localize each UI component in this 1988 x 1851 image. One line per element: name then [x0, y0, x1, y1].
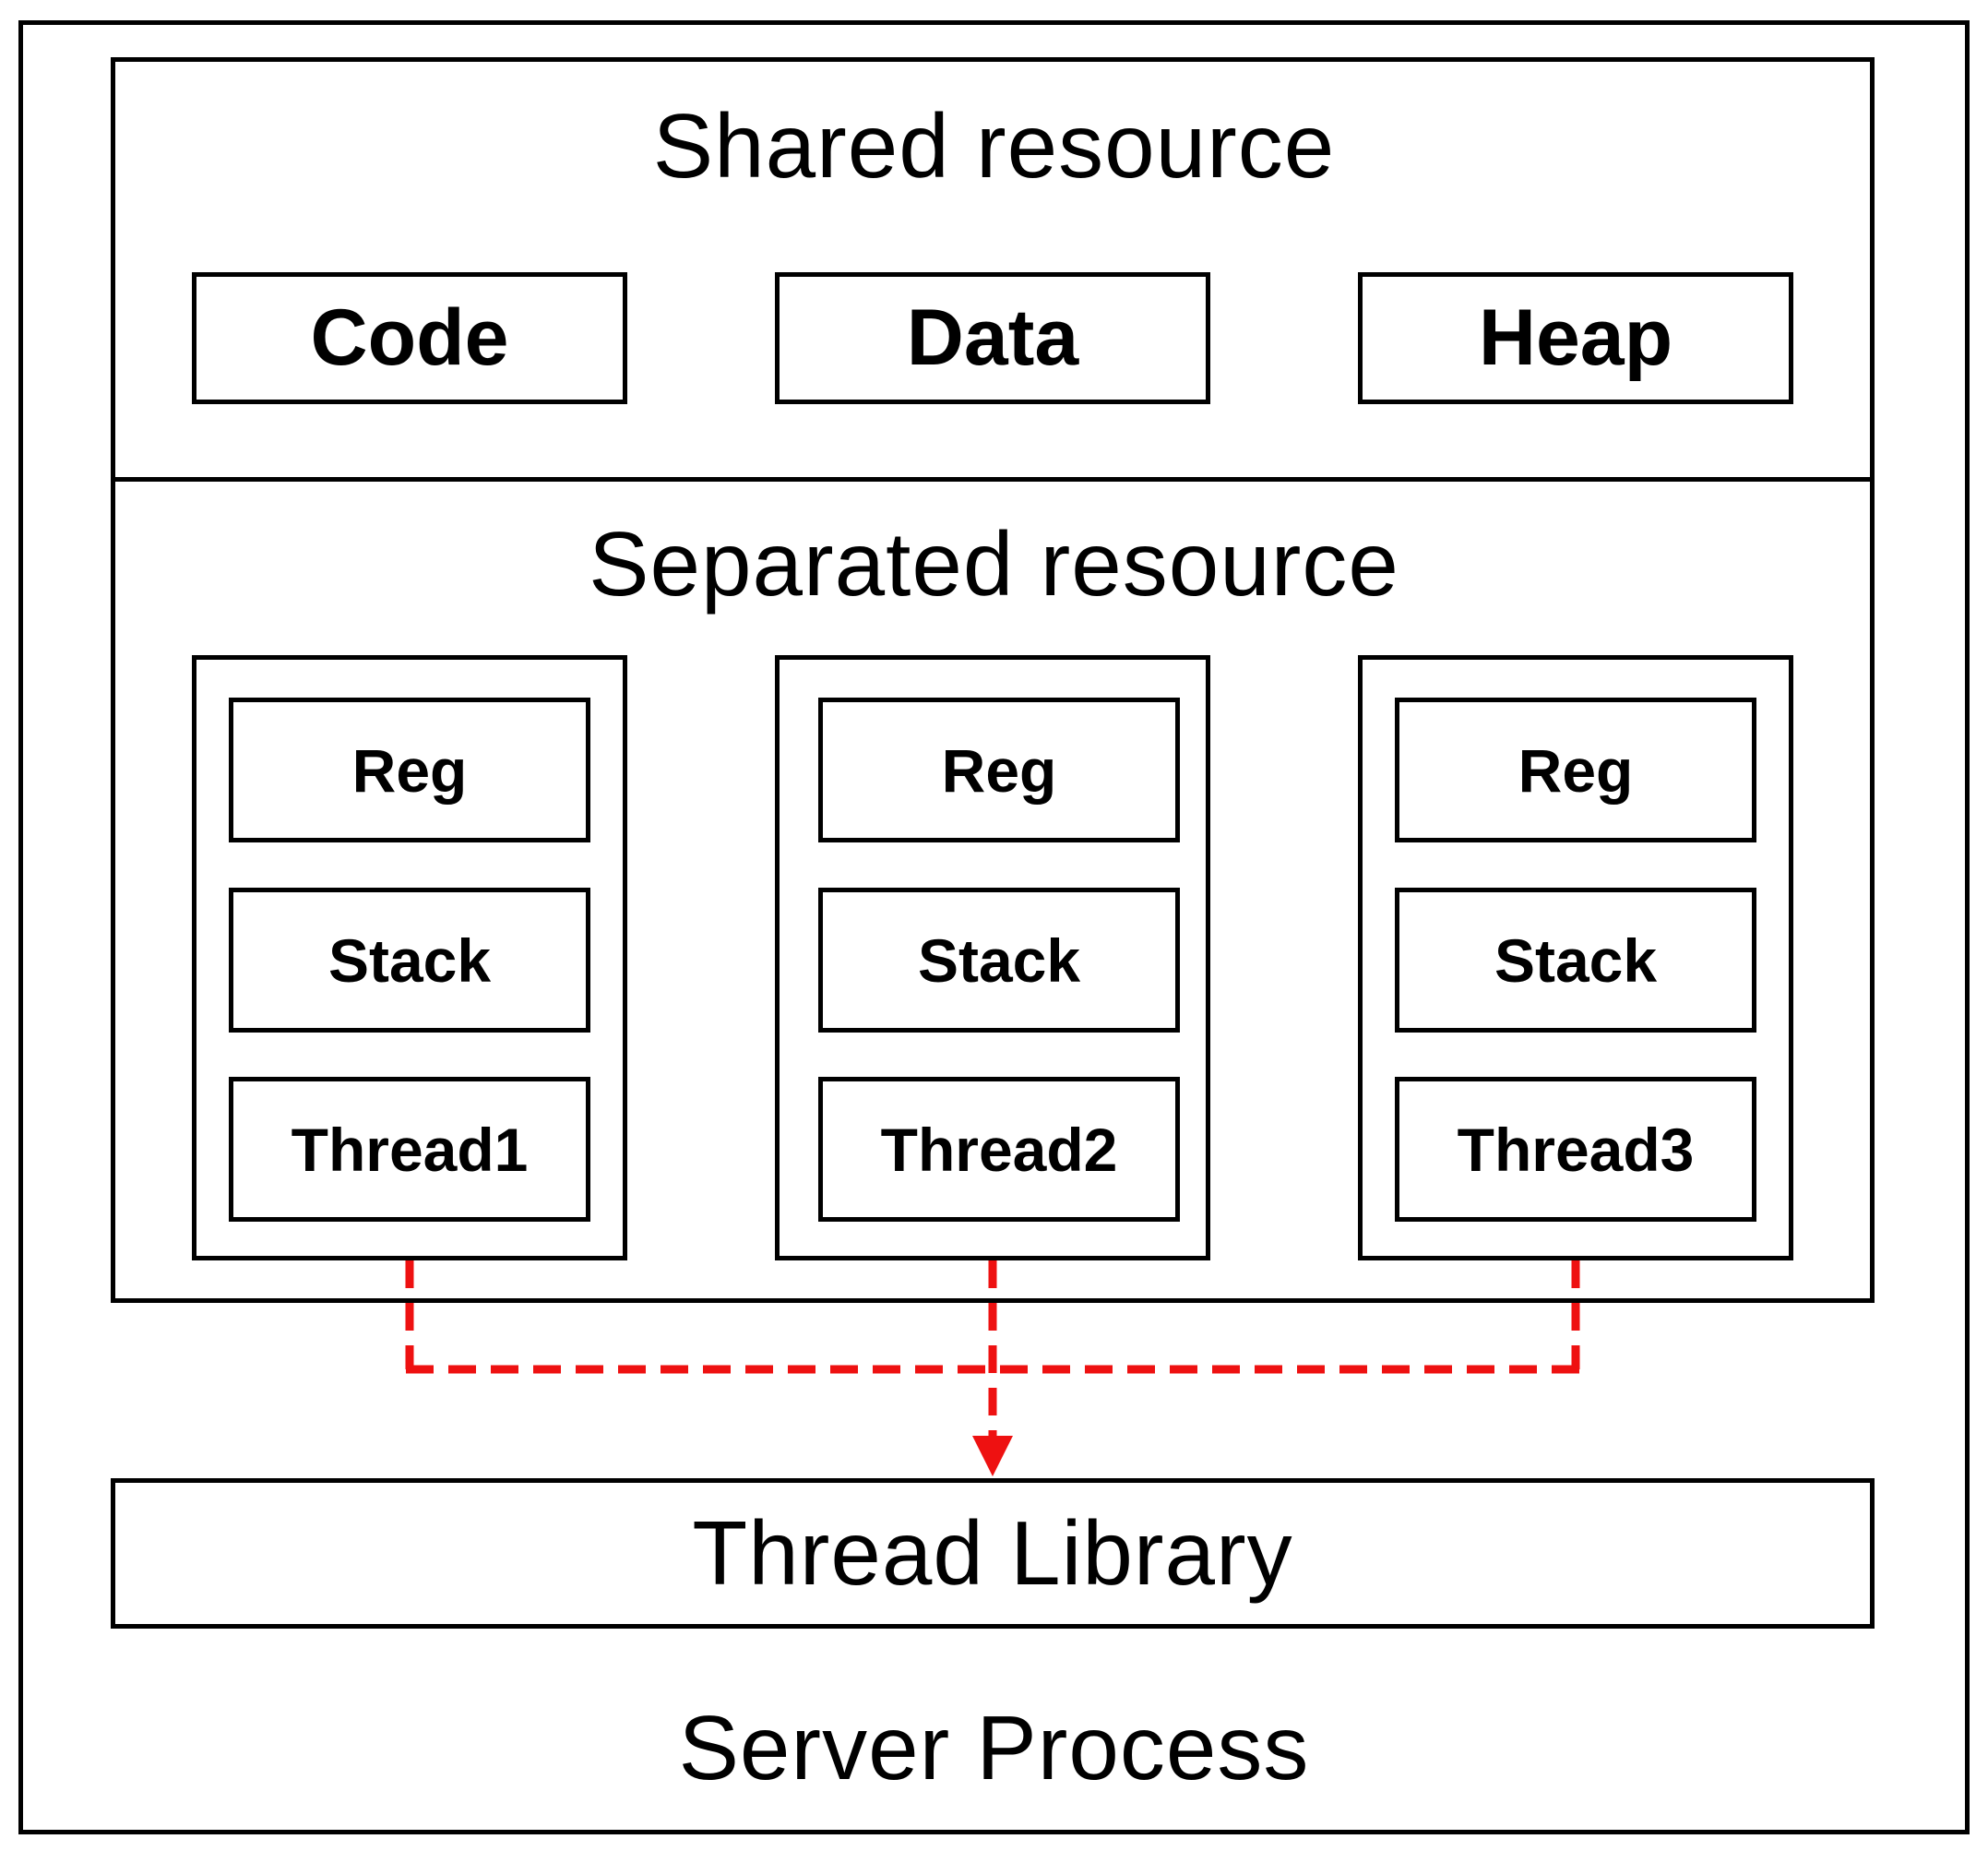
thread2-reg-box: Reg	[818, 698, 1180, 842]
thread1-stack-box: Stack	[229, 888, 590, 1033]
thread3-reg-box: Reg	[1395, 698, 1756, 842]
thread1-name-label: Thread1	[291, 1115, 529, 1184]
thread-library-label: Thread Library	[692, 1502, 1293, 1604]
server-process-label: Server Process	[678, 1697, 1310, 1798]
thread2-stack-label: Stack	[917, 926, 1081, 995]
thread3-name-box: Thread3	[1395, 1077, 1756, 1222]
shared-resource-box	[111, 57, 1875, 482]
thread1-name-box: Thread1	[229, 1077, 590, 1222]
code-box: Code	[192, 272, 627, 404]
thread3-reg-label: Reg	[1518, 735, 1634, 805]
separated-resource-title: Separated resource	[589, 513, 1399, 615]
thread2-stack-box: Stack	[818, 888, 1180, 1033]
thread1-reg-label: Reg	[351, 735, 468, 805]
code-label: Code	[310, 293, 509, 382]
thread2-name-box: Thread2	[818, 1077, 1180, 1222]
thread2-name-label: Thread2	[880, 1115, 1118, 1184]
thread3-stack-label: Stack	[1494, 926, 1658, 995]
shared-resource-title: Shared resource	[652, 95, 1336, 197]
data-box: Data	[775, 272, 1210, 404]
thread1-stack-label: Stack	[327, 926, 492, 995]
thread-library-box: Thread Library	[111, 1478, 1875, 1629]
heap-label: Heap	[1478, 293, 1673, 382]
thread2-reg-label: Reg	[941, 735, 1057, 805]
thread3-name-label: Thread3	[1457, 1115, 1695, 1184]
data-label: Data	[906, 293, 1079, 382]
thread3-stack-box: Stack	[1395, 888, 1756, 1033]
heap-box: Heap	[1358, 272, 1793, 404]
thread1-reg-box: Reg	[229, 698, 590, 842]
